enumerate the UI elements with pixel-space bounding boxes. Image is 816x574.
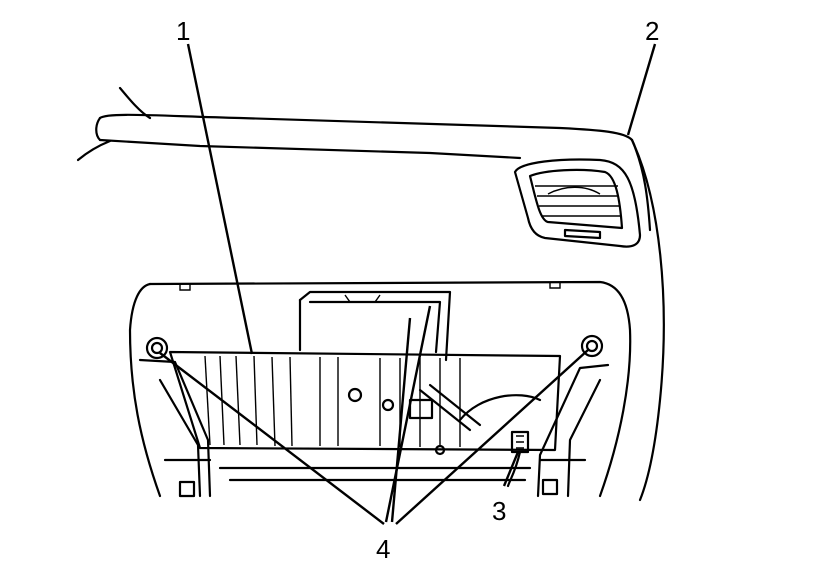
leader-4a	[159, 352, 385, 525]
leader-4c	[390, 317, 412, 523]
callout-4: 4	[376, 534, 390, 564]
mounting-fasteners	[145, 334, 604, 498]
callout-labels: 1 2 3 4	[176, 16, 659, 564]
leader-4d	[395, 349, 589, 525]
callout-3: 3	[492, 496, 506, 526]
leader-4b	[384, 305, 432, 523]
callout-leaders	[159, 43, 657, 525]
glove-box-housing	[168, 350, 562, 482]
leader-1	[186, 43, 254, 355]
electrical-connector	[506, 430, 530, 488]
air-vent	[513, 158, 642, 248]
upper-bracket	[298, 290, 452, 362]
leader-3	[502, 451, 520, 487]
instrument-panel	[76, 86, 665, 502]
leader-2	[626, 43, 657, 136]
callout-2: 2	[645, 16, 659, 46]
callout-1: 1	[176, 16, 190, 46]
